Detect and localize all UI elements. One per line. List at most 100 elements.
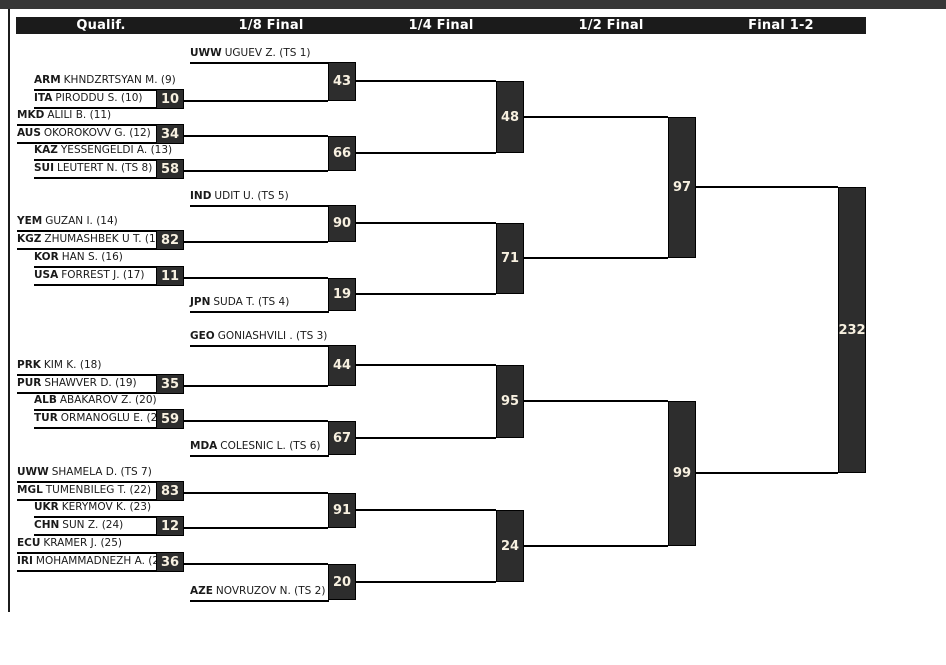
connector-line <box>356 581 496 583</box>
athlete-name: FORREST J. (17) <box>61 269 145 281</box>
country-code: PUR <box>17 377 42 389</box>
country-code: YEM <box>17 215 43 227</box>
country-code: ITA <box>34 92 53 104</box>
connector-line <box>184 527 328 529</box>
connector-line <box>184 100 328 102</box>
country-code: ARM <box>34 74 61 86</box>
athlete-name: SUDA T. (TS 4) <box>213 296 290 308</box>
round-header-final: Final 1-2 <box>748 18 814 33</box>
athlete-name: ORMANOGLU E. (21) <box>60 412 169 424</box>
country-code: CHN <box>34 519 60 531</box>
country-code: GEO <box>190 330 215 342</box>
country-code: KAZ <box>34 144 58 156</box>
country-code: IRI <box>17 555 33 567</box>
match-box-35: 35 <box>156 374 184 394</box>
athlete-name: YESSENGELDI A. (13) <box>60 144 173 156</box>
connector-line <box>356 293 496 295</box>
athlete-name: NOVRUZOV N. (TS 2) <box>215 585 326 597</box>
match-box-71: 71 <box>496 223 524 294</box>
country-code: ECU <box>17 537 41 549</box>
match-box-83: 83 <box>156 481 184 501</box>
country-code: MDA <box>190 440 218 452</box>
match-box-67: 67 <box>328 421 356 455</box>
country-code: PRK <box>17 359 41 371</box>
connector-line <box>184 420 328 422</box>
athlete-name: SUN Z. (24) <box>62 519 124 531</box>
connector-line <box>184 135 328 137</box>
round-header-semi-final: 1/2 Final <box>578 18 644 33</box>
athlete-name: GUZAN I. (14) <box>45 215 118 227</box>
match-box-66: 66 <box>328 136 356 171</box>
athlete-name: UDIT U. (TS 5) <box>214 190 289 202</box>
athlete-name: COLESNIC L. (TS 6) <box>220 440 321 452</box>
country-code: AZE <box>190 585 213 597</box>
connector-line <box>184 385 328 387</box>
round-header-bar: Qualif. 1/8 Final 1/4 Final 1/2 Final Fi… <box>16 17 866 34</box>
connector-line <box>524 257 668 259</box>
country-code: JPN <box>190 296 211 308</box>
match-box-90: 90 <box>328 205 356 242</box>
athlete-name: PIRODDU S. (10) <box>55 92 143 104</box>
athlete-name: UGUEV Z. (TS 1) <box>224 47 311 59</box>
athlete-name: ALILI B. (11) <box>47 109 112 121</box>
connector-line <box>356 509 496 511</box>
country-code: UWW <box>17 466 49 478</box>
match-box-59: 59 <box>156 409 184 429</box>
connector-line <box>356 364 496 366</box>
round-header-quarter-final: 1/4 Final <box>408 18 474 33</box>
match-box-232: 232 <box>838 187 866 473</box>
athlete-name: OKOROKOVV G. (12) <box>43 127 151 139</box>
match-box-48: 48 <box>496 81 524 153</box>
window-top-bar <box>0 0 946 9</box>
country-code: UWW <box>190 47 222 59</box>
connector-line <box>524 400 668 402</box>
country-code: MGL <box>17 484 43 496</box>
country-code: SUI <box>34 162 54 174</box>
match-box-99: 99 <box>668 401 696 546</box>
match-box-12: 12 <box>156 516 184 536</box>
country-code: AUS <box>17 127 41 139</box>
match-box-20: 20 <box>328 564 356 600</box>
country-code: KGZ <box>17 233 42 245</box>
match-box-36: 36 <box>156 552 184 572</box>
match-box-43: 43 <box>328 62 356 101</box>
athlete-name: KRAMER J. (25) <box>43 537 122 549</box>
connector-line <box>184 241 328 243</box>
connector-line <box>696 472 838 474</box>
match-box-19: 19 <box>328 278 356 311</box>
match-box-91: 91 <box>328 493 356 528</box>
connector-line <box>184 563 328 565</box>
athlete-name: SHAMELA D. (TS 7) <box>51 466 152 478</box>
athlete-name: HAN S. (16) <box>61 251 123 263</box>
country-code: KOR <box>34 251 59 263</box>
country-code: UKR <box>34 501 59 513</box>
athlete-name: KIM K. (18) <box>43 359 102 371</box>
match-box-10: 10 <box>156 89 184 109</box>
match-box-95: 95 <box>496 365 524 438</box>
connector-line <box>356 152 496 154</box>
connector-line <box>356 222 496 224</box>
round-header-qualif: Qualif. <box>76 18 126 33</box>
connector-line <box>184 492 328 494</box>
